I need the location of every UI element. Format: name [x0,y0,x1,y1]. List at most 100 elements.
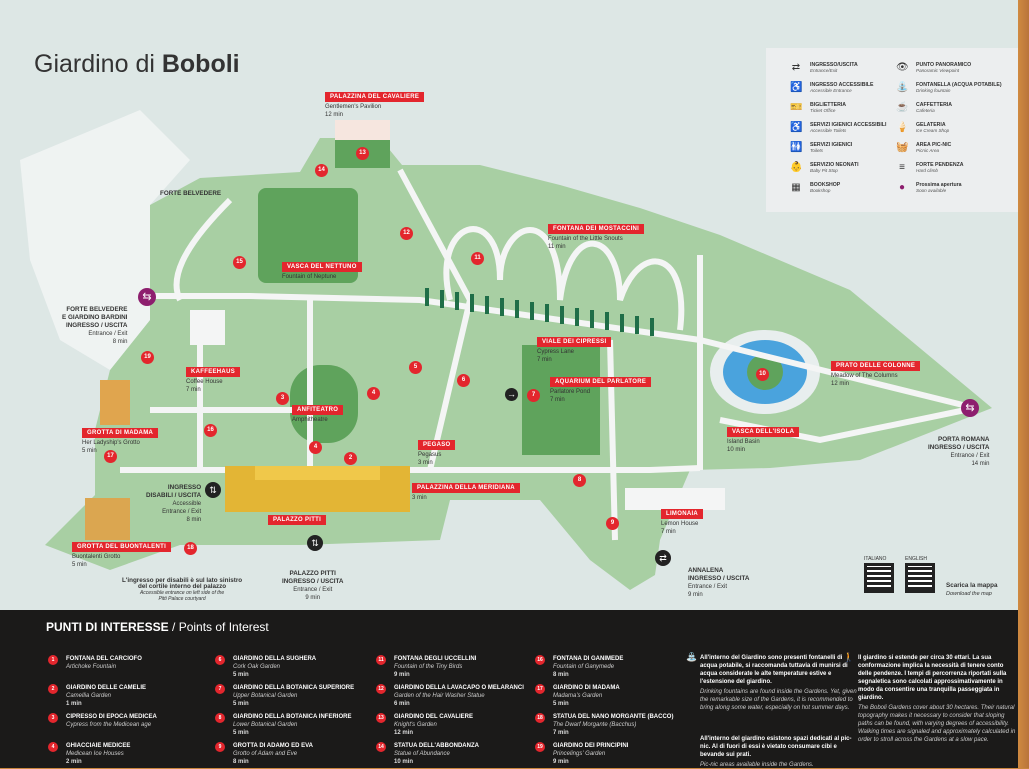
info-it: Il giardino si estende per circa 30 etta… [858,655,1007,701]
map-marker-3[interactable]: 3 [276,392,289,405]
map-marker-6[interactable]: 6 [457,374,470,387]
poi-number-badge: 14 [376,742,386,752]
poi-time: 5 min [233,701,249,707]
map-marker-19[interactable]: 19 [141,351,154,364]
legend-label-en: Hard climb [916,168,938,173]
map-marker-8[interactable]: 8 [573,474,586,487]
tag-cavaliere[interactable]: PALAZZINA DEL CAVALIERE [325,92,425,102]
poi-number-badge: 7 [215,684,225,694]
bardini-exit-icon[interactable]: ⇆ [138,288,156,306]
legend-label-en: Bookshop [810,188,831,193]
tag-colonne[interactable]: PRATO DELLE COLONNE [831,361,921,371]
tag-meridiana[interactable]: PALAZZINA DELLA MERIDIANA [412,483,520,493]
tag-pegaso[interactable]: PEGASO [418,440,456,450]
map-marker-9[interactable]: 9 [606,517,619,530]
map-marker-18[interactable]: 18 [184,542,197,555]
map-marker-17[interactable]: 17 [104,450,117,463]
tag-pitti[interactable]: PALAZZO PITTI [268,515,327,525]
cypress-row [425,288,654,336]
poi-name: GIARDINO DELLE CAMELIE [66,685,147,691]
map-marker-14[interactable]: 14 [315,164,328,177]
tag-limonaia-time: 7 min [661,529,676,535]
map-marker-7[interactable]: 7 [527,389,540,402]
legend-label-it: PUNTO PANORAMICO [916,62,972,68]
tag-madama-en: Her Ladyship's Grotto [82,440,140,446]
poi-name-en: Madama's Garden [553,693,603,699]
tag-anfiteatro[interactable]: ANFITEATRO [292,405,344,415]
tag-parlatore[interactable]: AQUARIUM DEL PARLATORE [550,377,652,387]
legend-label-en: Cafeteria [916,108,935,113]
tag-isola[interactable]: VASCA DELL'ISOLA [727,427,800,437]
poi-time: 5 min [553,701,569,707]
poi-name-en: Princelings' Garden [553,751,606,757]
tag-buontalenti[interactable]: GROTTA DEL BUONTALENTI [72,542,172,552]
poi-name-en: Fountain of the Tiny Birds [394,664,463,670]
annalena-entrance-icon[interactable]: ⇄ [655,550,671,566]
tag-nettuno[interactable]: VASCA DEL NETTUNO [282,262,362,272]
info-en: Pic-nic areas available inside the Garde… [700,762,814,768]
qr-code-english[interactable] [905,563,935,593]
poi-time: 6 min [394,701,410,707]
accessible-toilets-icon: ♿ [790,122,803,133]
poi-name-en: Statue of Abundance [394,751,450,757]
legend-label-en: Baby Pit Stop [810,168,838,173]
accessible-entrance-icon[interactable]: ⇅ [205,482,221,498]
tag-mostaccini-time: 11 min [548,244,566,250]
poi-name: GIARDINO DEL CAVALIERE [394,714,474,720]
map-marker-2[interactable]: 2 [344,452,357,465]
porta-romana-exit-icon[interactable]: ⇆ [961,399,979,417]
tag-kaffeehaus[interactable]: KAFFEEHAUS [186,367,241,377]
tag-anfiteatro-en: Amphitheatre [292,417,328,423]
map-marker-12[interactable]: 12 [400,227,413,240]
poi-time: 7 min [553,730,569,736]
map-marker-16[interactable]: 16 [204,424,217,437]
poi-name: GIARDINO DELLA SUGHERA [233,656,317,662]
forte-belvedere-label: FORTE BELVEDERE [160,190,222,197]
tag-parlatore-time: 7 min [550,397,565,403]
tag-mostaccini-en: Fountain of the Little Snouts [548,236,623,242]
map-marker-15[interactable]: 15 [233,256,246,269]
map-marker-4[interactable]: 4 [367,387,380,400]
tag-isola-time: 10 min [727,447,746,453]
tag-mostaccini[interactable]: FONTANA DEI MOSTACCINI [548,224,645,234]
map-marker-4[interactable]: 4 [309,441,322,454]
tag-cipressi[interactable]: VIALE DEI CIPRESSI [537,337,612,347]
hiker-icon: 🚶 [843,652,855,662]
map-marker-13[interactable]: 13 [356,147,369,160]
legend-label-it: GELATERIA [916,122,946,128]
tag-parlatore-en: Parlatore Pond [550,389,591,395]
legend-label-en: Accessible Entrance [810,88,852,93]
cafe-icon: ☕ [896,102,909,113]
map-marker-10[interactable]: 10 [756,368,769,381]
tag-limonaia[interactable]: LIMONAIA [661,509,704,519]
pitti-entrance-icon[interactable]: ⇅ [307,535,323,551]
map-marker-5[interactable]: 5 [409,361,422,374]
tag-madama[interactable]: GROTTA DI MADAMA [82,428,159,438]
qr-code-italian[interactable] [864,563,894,593]
legend-label-en: Drinking fountain [916,88,951,93]
map-marker-11[interactable]: 11 [471,252,484,265]
qr-label-italian: ITALIANO [864,556,887,562]
tag-cavaliere-en: Gentlemen's Pavilion [325,104,382,110]
tag-pegaso-time: 3 min [418,460,433,466]
legend-label-en: Toilets [810,148,824,153]
legend-label-en: Accessible Toilets [810,128,847,133]
poi-number-badge: 18 [535,713,545,723]
poi-number-badge: 17 [535,684,545,694]
poi-number-badge: 8 [215,713,225,723]
ice-cream-icon: 🍦 [896,122,909,133]
